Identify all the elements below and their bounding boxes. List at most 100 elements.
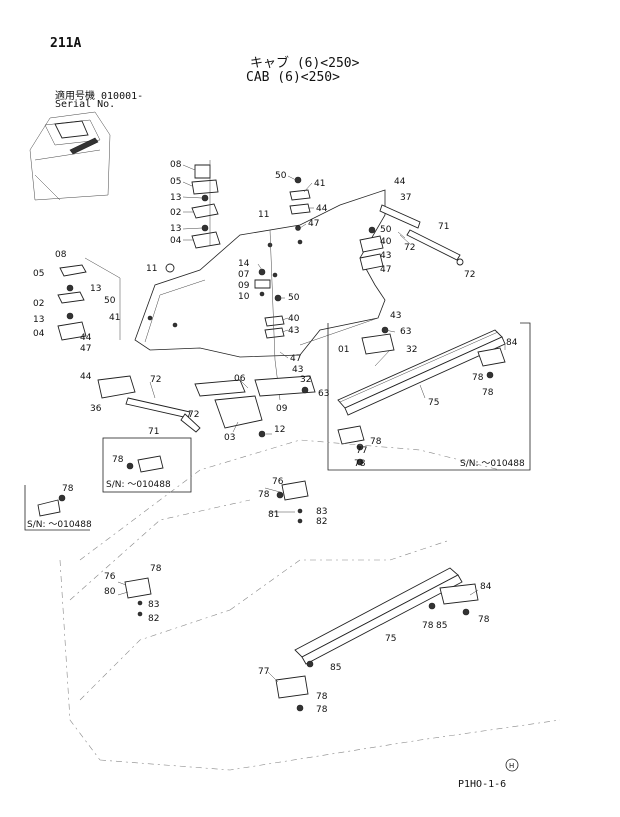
callout: 03 — [224, 433, 235, 443]
callout: 75 — [428, 398, 439, 408]
callout: 77 — [258, 667, 269, 677]
callout: 78 — [316, 705, 328, 715]
title-english: CAB (6)<250> — [246, 70, 340, 85]
callout: 37 — [400, 193, 411, 203]
callout: 84 — [506, 338, 518, 348]
callout: 44 — [394, 177, 406, 187]
callout: 44 — [80, 333, 92, 343]
center-bracket-stack — [191, 160, 221, 249]
callout: 78 — [354, 459, 366, 469]
callout: 12 — [274, 425, 285, 435]
callout-labels: 08 05 13 02 13 04 08 05 13 02 13 04 50 4… — [27, 160, 525, 715]
callout: 40 — [380, 237, 392, 247]
callout: 78 — [112, 455, 124, 465]
callout: 78 — [258, 490, 270, 500]
serial-detail-box-mid — [102, 437, 192, 493]
callout: 13 — [90, 284, 101, 294]
callout: 47 — [308, 219, 319, 229]
serial-number-label: Serial No. — [55, 99, 116, 110]
callout: 85 — [436, 621, 447, 631]
logo-letter: H — [509, 762, 514, 770]
cab-thumbnail — [29, 111, 111, 201]
callout: 11 — [258, 210, 269, 220]
applicable-model-label: 適用号機 010001- — [55, 91, 144, 102]
callout: 72 — [464, 270, 475, 280]
callout: 76 — [104, 572, 116, 582]
callout: 32 — [406, 345, 417, 355]
callout: 44 — [80, 372, 92, 382]
callout: 47 — [290, 354, 301, 364]
callout: 71 — [148, 427, 159, 437]
manufacturer-logo: H — [505, 758, 519, 772]
callout: 83 — [148, 600, 159, 610]
callout: 63 — [400, 327, 411, 337]
callout: 85 — [330, 663, 341, 673]
callout: 05 — [33, 269, 44, 279]
callout: 09 — [276, 404, 288, 414]
callout: 11 — [146, 264, 157, 274]
callout: 82 — [148, 614, 159, 624]
page-code: P1HO-1-6 — [458, 779, 507, 790]
callout: 43 — [380, 251, 391, 261]
gas-strut-upper — [379, 204, 464, 266]
callout: 50 — [275, 171, 287, 181]
serial-detail-box-left — [24, 485, 90, 531]
lower-strut-assembly — [97, 375, 316, 438]
callout: 47 — [380, 265, 391, 275]
roof-panel — [134, 189, 386, 358]
callout: 77 — [356, 446, 367, 456]
callout: 43 — [390, 311, 401, 321]
grab-handle-brackets — [124, 480, 309, 617]
callout: 32 — [300, 375, 311, 385]
callout: 72 — [404, 243, 415, 253]
callout: 06 — [234, 374, 246, 384]
callout: 78 — [62, 484, 74, 494]
callout: 47 — [80, 344, 91, 354]
rail-detail-box — [327, 322, 531, 471]
callout: 04 — [170, 236, 182, 246]
cab-outline — [59, 439, 561, 771]
callout: 78 — [478, 615, 490, 625]
callout: 13 — [33, 315, 44, 325]
callout: 82 — [316, 517, 327, 527]
callout: 83 — [316, 507, 327, 517]
callout: 81 — [268, 510, 279, 520]
callout: 02 — [33, 299, 44, 309]
callout: 50 — [380, 225, 392, 235]
callout: 75 — [385, 634, 396, 644]
callout: 14 — [238, 259, 250, 269]
serial-note-mid: S/N: ～010488 — [106, 480, 171, 490]
callout: 50 — [104, 296, 116, 306]
callout: 09 — [238, 281, 250, 291]
callout: 44 — [316, 204, 328, 214]
callout: 13 — [170, 224, 181, 234]
callout: 10 — [238, 292, 250, 302]
callout: 08 — [170, 160, 182, 170]
callout: 05 — [170, 177, 181, 187]
lower-rail-assembly — [275, 567, 479, 712]
callout: 71 — [438, 222, 449, 232]
roof-clip-brackets — [254, 176, 395, 355]
callout: 78 — [370, 437, 382, 447]
left-bracket-stack — [57, 257, 121, 341]
callout: 43 — [292, 365, 303, 375]
callout: 80 — [104, 587, 116, 597]
callout: 36 — [90, 404, 102, 414]
leader-lines — [117, 164, 506, 683]
page-number: 211A — [50, 36, 82, 51]
serial-note-left: S/N: ～010488 — [27, 520, 92, 530]
callout: 40 — [288, 314, 300, 324]
title-japanese: キャブ (6)<250> — [250, 56, 360, 71]
callout: 78 — [472, 373, 484, 383]
callout: 04 — [33, 329, 45, 339]
callout: 72 — [188, 410, 199, 420]
callout: 07 — [238, 270, 249, 280]
callout: 08 — [55, 250, 67, 260]
serial-note-right: S/N: ～010488 — [460, 459, 525, 469]
callout: 13 — [170, 193, 181, 203]
callout: 72 — [150, 375, 161, 385]
callout: 01 — [338, 345, 349, 355]
callout: 43 — [288, 326, 299, 336]
